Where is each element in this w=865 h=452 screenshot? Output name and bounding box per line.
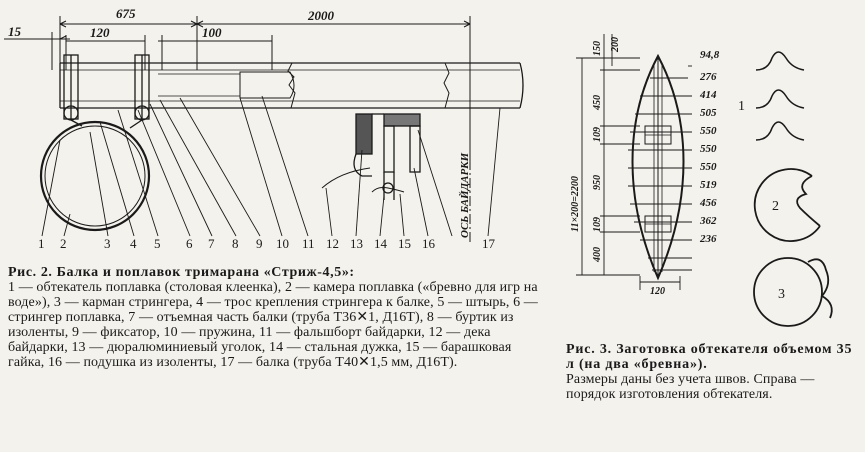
callout-14: 14 xyxy=(374,236,388,251)
callout-7: 7 xyxy=(208,236,215,251)
callout-10: 10 xyxy=(276,236,289,251)
dim-total-height: 11×200=2200 xyxy=(570,176,581,232)
float-cross-section xyxy=(39,119,151,232)
fairing-cutout-shape xyxy=(631,53,685,281)
callout-17: 17 xyxy=(482,236,496,251)
width-label-5: 550 xyxy=(700,125,717,137)
step-number-2: 2 xyxy=(772,199,779,214)
dim-675: 675 xyxy=(116,6,136,21)
figure-2-caption-body: 1 — обтекатель поплавка (столовая клеенк… xyxy=(8,280,538,370)
callout-9: 9 xyxy=(256,236,263,251)
callout-leaders xyxy=(41,95,501,237)
width-label-3: 414 xyxy=(699,89,717,101)
dim-2000: 2000 xyxy=(307,8,335,23)
step-number-1: 1 xyxy=(738,99,745,114)
callout-13: 13 xyxy=(350,236,363,251)
width-label-2: 276 xyxy=(699,71,717,83)
dim-950: 950 xyxy=(592,175,603,190)
step-3-sketch xyxy=(753,257,833,327)
figure-2-caption: Рис. 2. Балка и поплавок тримарана «Стри… xyxy=(8,265,540,370)
figure-3-caption-title: Рис. 3. Заготовка обтекателя объемом 35 … xyxy=(566,342,853,372)
dim-109-top: 109 xyxy=(592,127,603,142)
figure-3-caption-body: Размеры даны без учета швов. Справа — по… xyxy=(566,372,815,402)
callout-4: 4 xyxy=(130,236,137,251)
beam-tube xyxy=(59,62,524,109)
dimension-lines-top xyxy=(4,16,471,160)
width-label-4: 505 xyxy=(700,107,717,119)
stringer-clamps xyxy=(63,54,150,121)
dim-450: 450 xyxy=(592,95,603,111)
callout-5: 5 xyxy=(154,236,161,251)
figure-3-caption: Рис. 3. Заготовка обтекателя объемом 35 … xyxy=(566,342,862,402)
fairing-width-arrows xyxy=(628,65,692,290)
figure-3-vertical-labels: 150 200 450 109 950 109 400 11×200=2200 … xyxy=(570,37,665,297)
step-number-3: 3 xyxy=(778,287,785,302)
figure-2-caption-title: Рис. 2. Балка и поплавок тримарана «Стри… xyxy=(8,265,355,280)
figure-2-drawing xyxy=(4,16,524,245)
callout-15: 15 xyxy=(398,236,411,251)
dim-109-bottom: 109 xyxy=(592,217,603,232)
dim-100: 100 xyxy=(202,25,222,40)
width-label-6: 550 xyxy=(700,143,717,155)
callout-6: 6 xyxy=(186,236,193,251)
figure-3-vertical-dimensions xyxy=(576,34,640,276)
width-label-11: 236 xyxy=(699,233,717,245)
callout-11: 11 xyxy=(302,236,315,251)
step-2-sketch xyxy=(753,168,821,242)
dim-120: 120 xyxy=(90,25,110,40)
width-label-8: 519 xyxy=(700,179,717,191)
figure-3-drawing xyxy=(576,34,833,327)
figure-2-callout-numbers: 1 2 3 4 5 6 7 8 9 10 11 12 13 14 15 16 1… xyxy=(38,236,496,251)
dim-15: 15 xyxy=(8,24,22,39)
dim-400: 400 xyxy=(592,247,603,263)
figure-3-width-labels: 94,8 276 414 505 550 550 550 519 456 362… xyxy=(699,49,720,245)
width-label-10: 362 xyxy=(699,215,717,227)
callout-1: 1 xyxy=(38,236,45,251)
callout-16: 16 xyxy=(422,236,436,251)
step-1-sketch xyxy=(755,51,805,141)
width-label-7: 550 xyxy=(700,161,717,173)
callout-12: 12 xyxy=(326,236,339,251)
callout-2: 2 xyxy=(60,236,67,251)
figure-2-dimension-labels: 675 2000 15 120 100 xyxy=(8,6,335,40)
kayak-deck-bracket xyxy=(321,113,421,200)
callout-8: 8 xyxy=(232,236,239,251)
dim-200: 200 xyxy=(610,37,621,53)
width-label-9: 456 xyxy=(699,197,717,209)
figure-3-step-numbers: 1 2 3 xyxy=(738,99,785,302)
dim-120-bottom: 120 xyxy=(650,286,665,297)
dim-150: 150 xyxy=(592,41,603,56)
kayak-axis-label: ОСЬ БАЙДАРКИ xyxy=(459,152,471,238)
width-label-1: 94,8 xyxy=(700,49,720,61)
callout-3: 3 xyxy=(104,236,111,251)
